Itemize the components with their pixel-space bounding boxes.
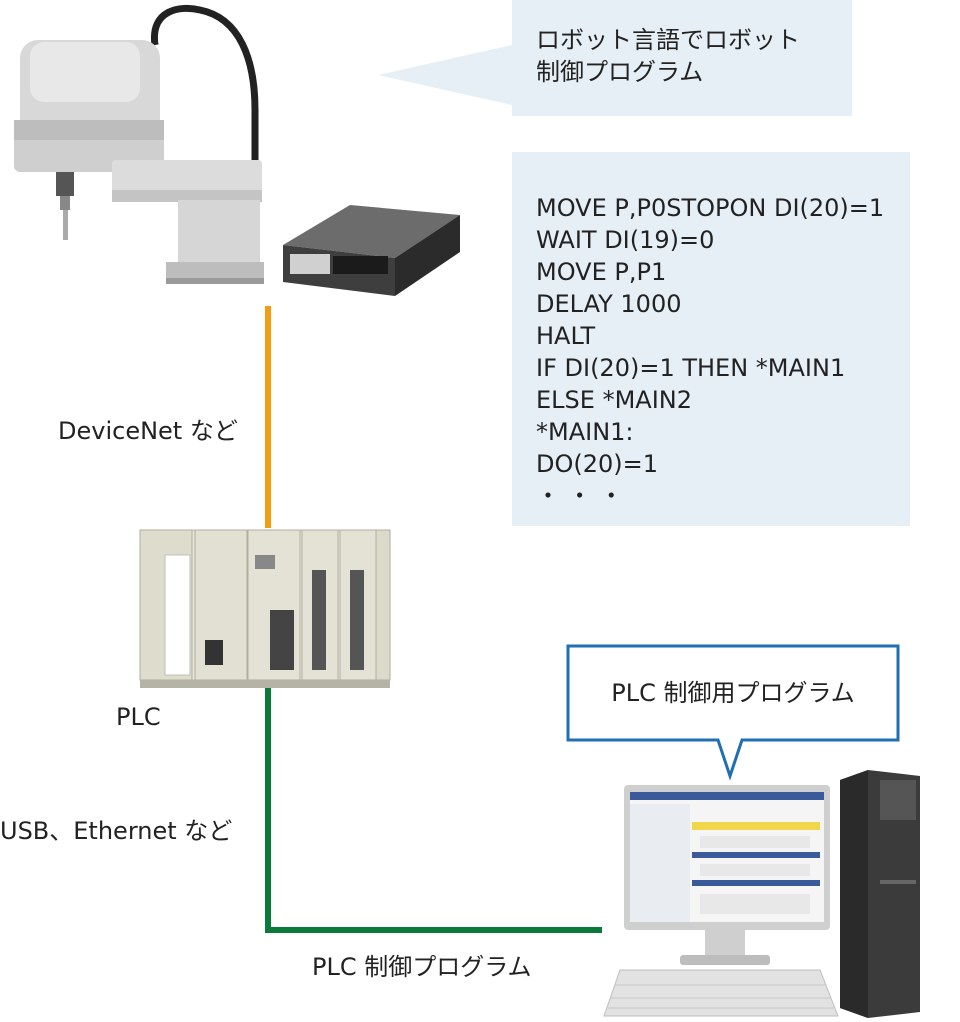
devicenet-label: DeviceNet など — [58, 417, 238, 445]
plc-label: PLC — [116, 703, 161, 731]
pc-keyboard — [603, 969, 839, 1017]
bubble-line-2: 制御プログラム — [536, 58, 704, 86]
usb-ethernet-label: USB、Ethernet など — [0, 817, 233, 845]
plc-unit — [139, 529, 391, 688]
robot-code-box: MOVE P,P0STOPON DI(20)=1 WAIT DI(19)=0 M… — [512, 152, 910, 526]
bubble-pointer — [378, 45, 512, 105]
robot-language-bubble: ロボット言語でロボット 制御プログラム — [512, 0, 852, 116]
usb-ethernet-cable — [265, 688, 602, 933]
code-line: WAIT DI(19)=0 — [536, 226, 715, 254]
robot-controller — [283, 205, 460, 296]
pc-callout-border — [566, 644, 900, 781]
code-line: HALT — [536, 322, 596, 350]
pc-monitor — [624, 785, 830, 965]
code-listing: MOVE P,P0STOPON DI(20)=1 WAIT DI(19)=0 M… — [536, 192, 884, 512]
pc-tower — [840, 770, 920, 1018]
plc-program-label: PLC 制御プログラム — [312, 953, 532, 981]
code-line: *MAIN1: — [536, 418, 634, 446]
pc-callout-text: PLC 制御用プログラム — [611, 679, 855, 707]
bubble-line-1: ロボット言語でロボット — [536, 26, 800, 54]
code-line: MOVE P,P0STOPON DI(20)=1 — [536, 194, 885, 222]
code-line: IF DI(20)=1 THEN *MAIN1 — [536, 354, 846, 382]
code-line: ELSE *MAIN2 — [536, 386, 692, 414]
code-line: DELAY 1000 — [536, 290, 682, 318]
code-line: ・ ・ ・ — [536, 482, 624, 510]
code-line: DO(20)=1 — [536, 450, 659, 478]
scara-robot — [14, 4, 264, 284]
code-line: MOVE P,P1 — [536, 258, 667, 286]
